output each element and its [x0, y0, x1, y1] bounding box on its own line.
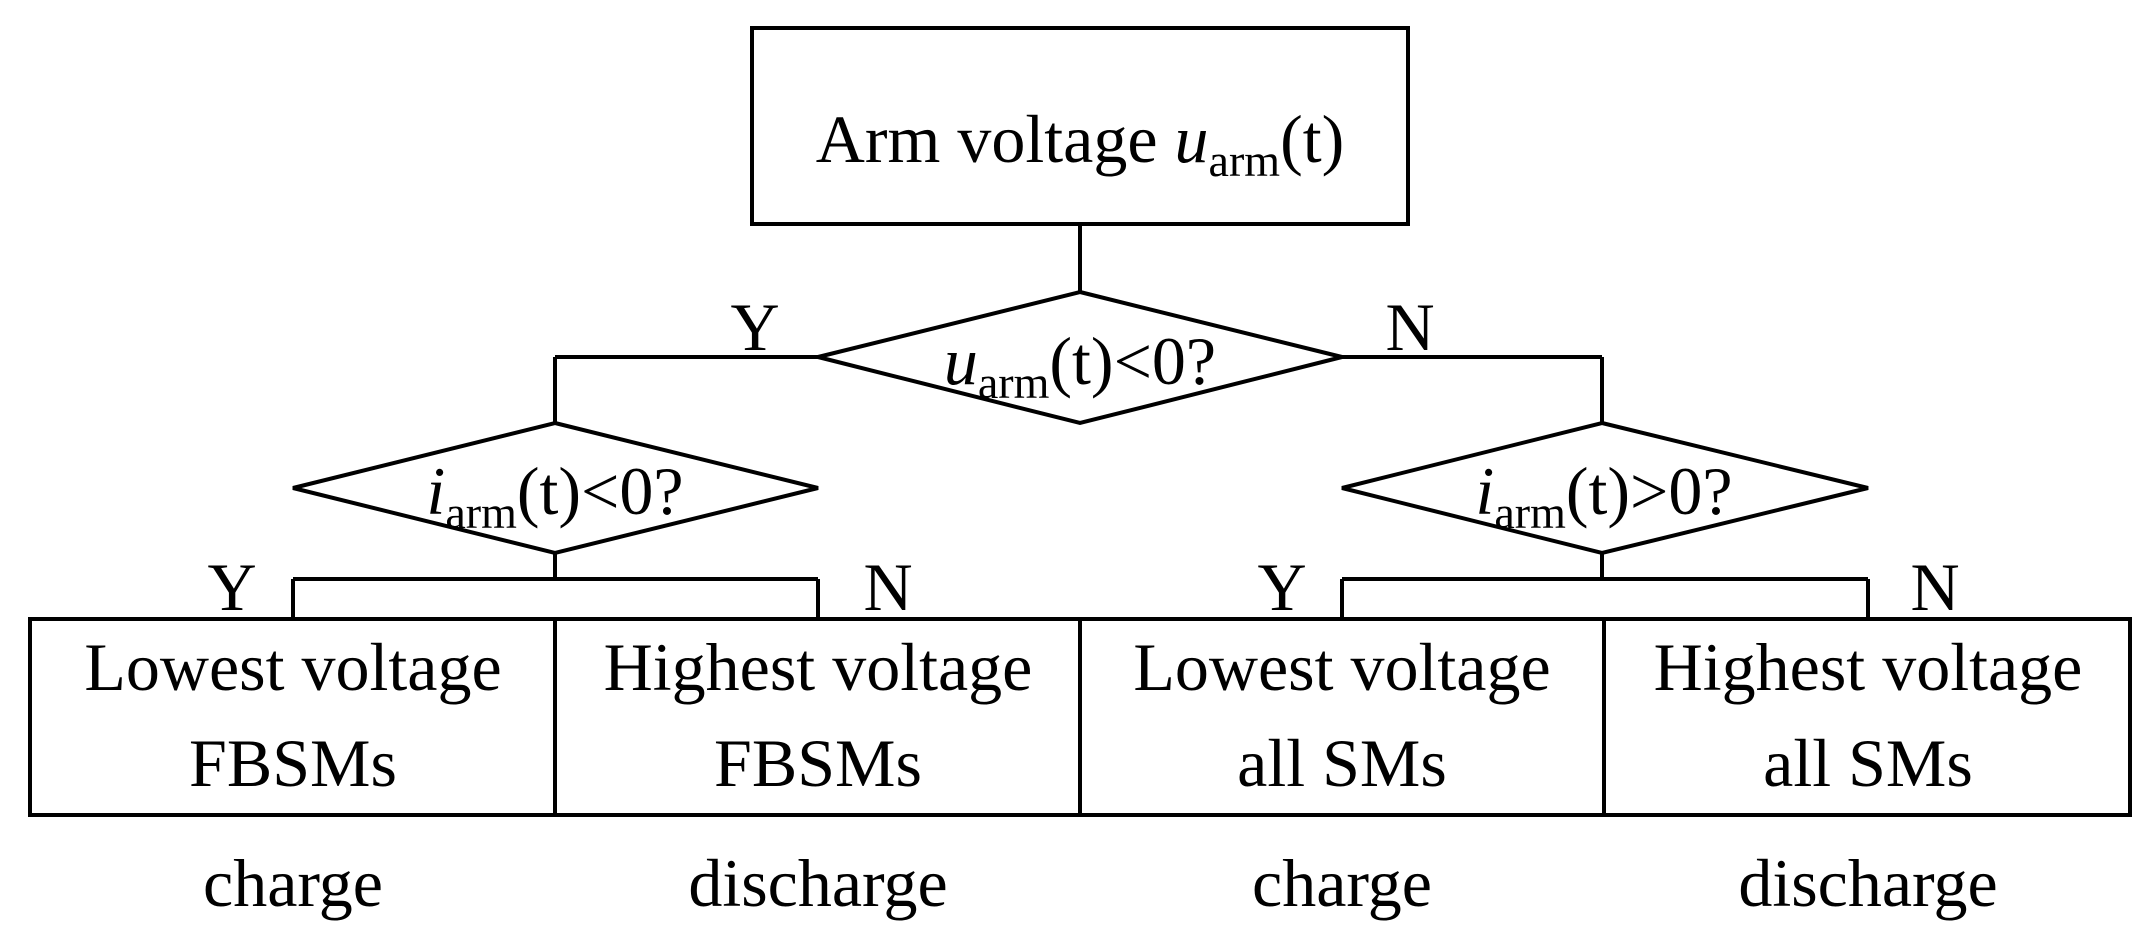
decision-right-label: iarm(t)>0?	[1475, 453, 1732, 538]
action-labels: charge discharge charge discharge	[203, 845, 1998, 921]
outcome-3-line1: Lowest voltage	[1133, 629, 1550, 705]
connector-lines	[291, 224, 1870, 619]
decision-top: uarm(t)<0? Y N	[730, 289, 1435, 426]
decision-left-yes-label: Y	[207, 549, 256, 625]
decision-right-no-label: N	[1910, 549, 1959, 625]
outcome-3-line2: all SMs	[1237, 725, 1447, 801]
outcome-2-action: discharge	[688, 845, 947, 921]
outcome-3-action: charge	[1252, 845, 1432, 921]
decision-left-no-label: N	[863, 549, 912, 625]
decision-left: iarm(t)<0? Y N	[207, 420, 913, 625]
decision-top-yes-label: Y	[730, 289, 779, 365]
decision-left-diamond	[292, 420, 819, 556]
decision-top-label: uarm(t)<0?	[944, 323, 1216, 408]
decision-top-diamond	[817, 289, 1343, 426]
outcome-row: Lowest voltage FBSMs Highest voltage FBS…	[28, 617, 2132, 817]
outcome-1-action: charge	[203, 845, 383, 921]
decision-right: iarm(t)>0? Y N	[1257, 420, 1960, 625]
outcome-2-line1: Highest voltage	[604, 629, 1033, 705]
outcome-box-3	[1078, 617, 1606, 817]
outcome-2-line2: FBSMs	[714, 725, 922, 801]
outcome-1-line2: FBSMs	[189, 725, 397, 801]
decision-top-no-label: N	[1385, 289, 1434, 365]
outcome-4-action: discharge	[1738, 845, 1997, 921]
start-box-label: Arm voltage uarm(t)	[816, 101, 1345, 186]
decision-right-diamond	[1341, 420, 1869, 556]
outcome-box-4	[1602, 617, 2132, 817]
decision-right-yes-label: Y	[1257, 549, 1306, 625]
outcome-4-line2: all SMs	[1763, 725, 1973, 801]
outcome-box-2	[553, 617, 1082, 817]
decision-left-label: iarm(t)<0?	[426, 453, 683, 538]
start-box-frame	[750, 26, 1410, 226]
outcome-4-line1: Highest voltage	[1654, 629, 2083, 705]
outcome-1-line1: Lowest voltage	[84, 629, 501, 705]
outcome-box-1	[28, 617, 557, 817]
start-box: Arm voltage uarm(t)	[750, 26, 1410, 226]
